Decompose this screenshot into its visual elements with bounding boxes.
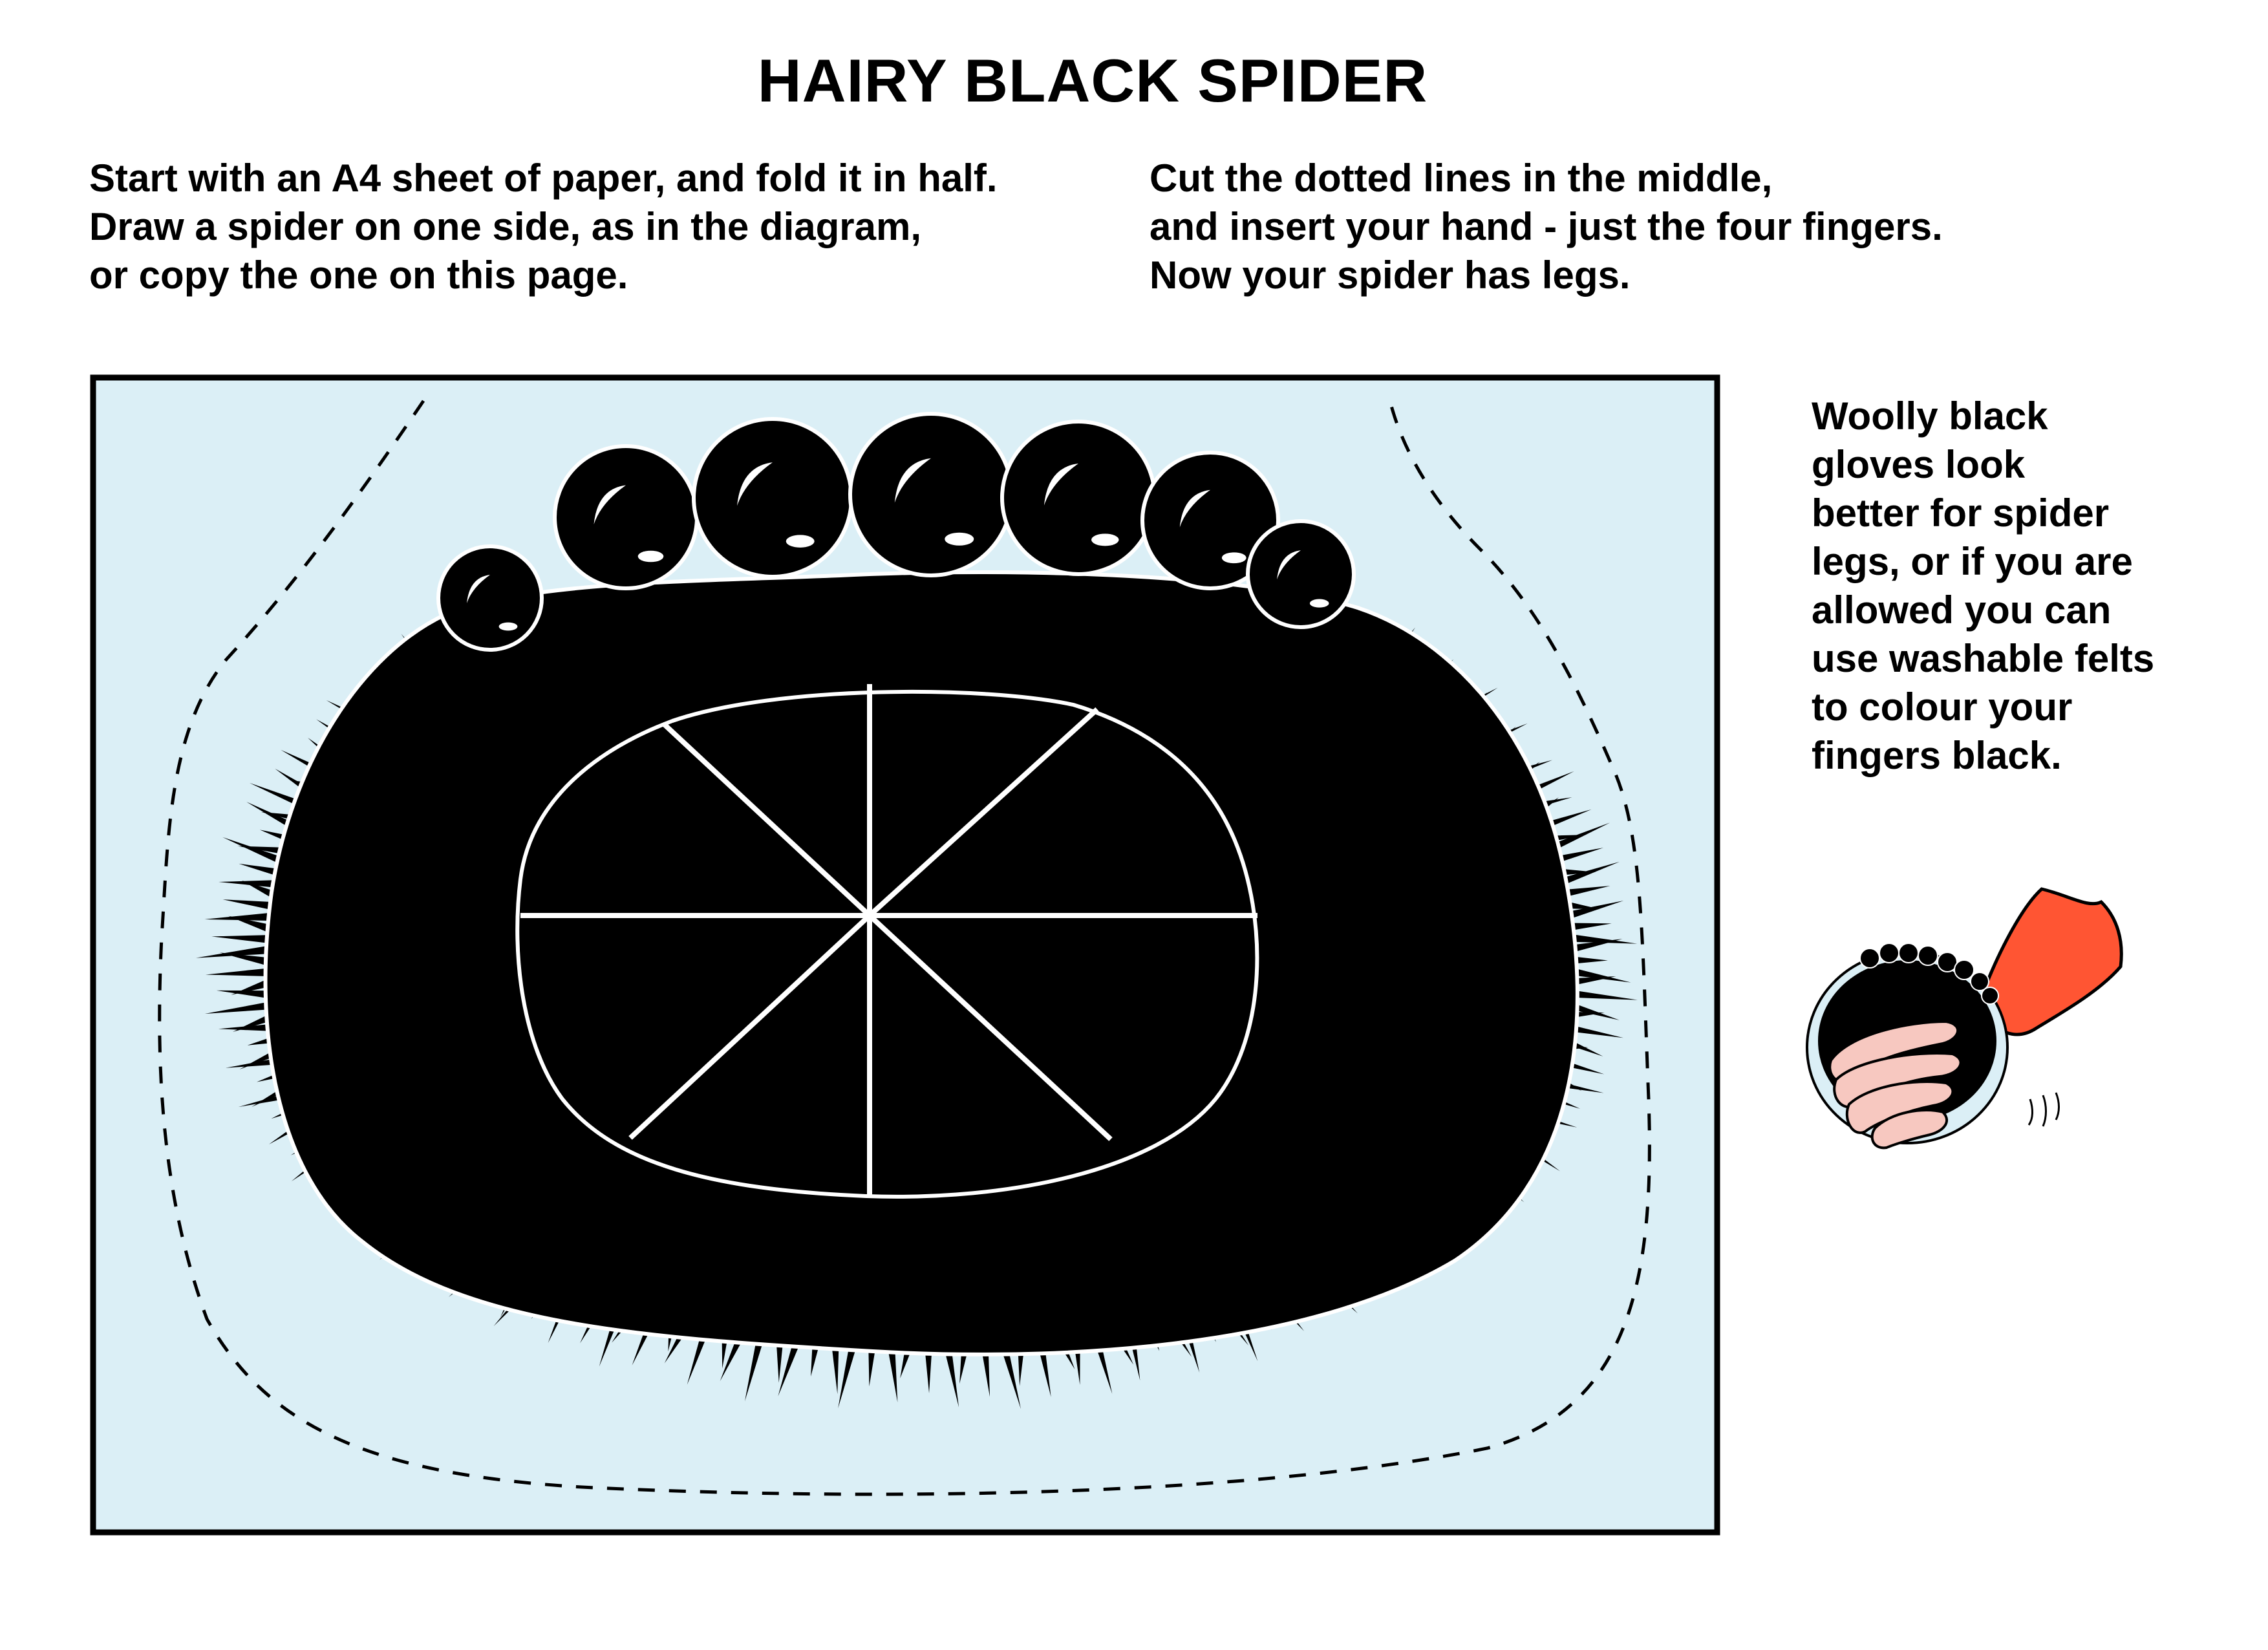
eye-icon — [1000, 420, 1157, 576]
hair-strand — [1561, 886, 1610, 898]
side-note-line: Woolly black — [1812, 394, 2048, 438]
eye-reflection-icon — [945, 532, 974, 546]
cut-oval — [515, 689, 1259, 1199]
hair-strand — [1569, 976, 1616, 987]
spider-eyes-icon — [436, 412, 1356, 652]
hair-strand — [868, 1344, 877, 1387]
hair-strand — [1570, 939, 1623, 953]
cut-lines — [520, 684, 1257, 1196]
hair-strand — [1567, 901, 1624, 920]
side-note-line: legs, or if you are — [1812, 540, 2133, 583]
hair-strand — [205, 968, 266, 976]
sleeve-icon — [1975, 887, 2123, 1036]
hair-strand — [831, 1341, 839, 1395]
hair-strand — [1570, 967, 1631, 983]
hair-strand — [216, 990, 269, 999]
eye-icon — [848, 412, 1014, 577]
instruction-line: Start with an A4 sheet of paper, and fol… — [89, 156, 998, 200]
hair-strand — [1567, 989, 1638, 1000]
eye-reflection-icon — [498, 622, 518, 631]
eye-reflection-icon — [1221, 552, 1246, 564]
eye-reflection-icon — [1091, 533, 1119, 546]
hair-strand — [211, 935, 266, 943]
hair-strand — [232, 1012, 273, 1033]
eye-highlight-icon — [1179, 489, 1210, 528]
hair-strand — [222, 899, 272, 910]
hair-strand — [1545, 822, 1610, 855]
side-note-line: to colour your — [1812, 685, 2073, 729]
hair-strand — [778, 1337, 802, 1397]
hand-puppet-icon — [1806, 887, 2123, 1150]
hair-strand — [924, 1344, 932, 1393]
instruction-line: and insert your hand - just the four fin… — [1150, 205, 1943, 248]
hair-strand — [887, 1344, 898, 1402]
eye-icon — [1246, 519, 1356, 629]
hair-strand — [219, 880, 278, 888]
hair-strand — [1565, 901, 1600, 910]
eye-icon — [1140, 451, 1280, 590]
side-note-line: better for spider — [1812, 491, 2110, 535]
instructions-left: Start with an A4 sheet of paper, and fol… — [89, 154, 998, 299]
eye-icon — [436, 544, 544, 652]
hair-strand — [1570, 934, 1638, 944]
hair-strand — [1570, 956, 1608, 964]
eye-icon — [692, 417, 853, 579]
eye-highlight-icon — [1043, 463, 1078, 506]
hair-strand — [999, 1341, 1021, 1409]
eye-highlight-icon — [894, 458, 931, 503]
instructions-right: Cut the dotted lines in the middle, and … — [1150, 154, 1943, 299]
hair-strand — [195, 946, 266, 958]
instruction-line: or copy the one on this page. — [89, 253, 628, 297]
page-title: HAIRY BLACK SPIDER — [757, 47, 1428, 114]
hair-strand — [204, 1002, 271, 1014]
eye-highlight-icon — [1277, 550, 1301, 580]
hair-strand — [943, 1344, 959, 1408]
eye-highlight-icon — [737, 462, 773, 506]
hair-strand — [838, 1342, 858, 1409]
eye-reflection-icon — [786, 535, 815, 548]
side-note-line: use washable felts — [1812, 637, 2155, 680]
hair-strand — [204, 913, 270, 921]
hair-strand — [231, 980, 267, 995]
eye-highlight-icon — [467, 575, 490, 603]
hair-strand — [222, 837, 286, 866]
side-note: Woolly black gloves look better for spid… — [1812, 392, 2154, 780]
hair-strand — [1568, 923, 1612, 931]
hair-strand — [744, 1333, 765, 1402]
instruction-line: Draw a spider on one side, as in the dia… — [89, 205, 922, 248]
eye-reflection-icon — [1309, 599, 1329, 608]
eye-highlight-icon — [594, 485, 626, 524]
hair-strand — [1558, 861, 1620, 887]
eye-reflection-icon — [637, 550, 664, 562]
side-note-line: allowed you can — [1812, 588, 2112, 632]
instruction-line: Now your spider has legs. — [1150, 253, 1631, 297]
eye-icon — [553, 444, 699, 590]
side-note-line: fingers black. — [1812, 734, 2062, 777]
dotted-cut-line-icon — [158, 400, 1651, 1496]
side-note-line: gloves look — [1812, 443, 2026, 486]
instruction-line: Cut the dotted lines in the middle, — [1150, 156, 1773, 200]
hair-strand — [239, 863, 282, 877]
